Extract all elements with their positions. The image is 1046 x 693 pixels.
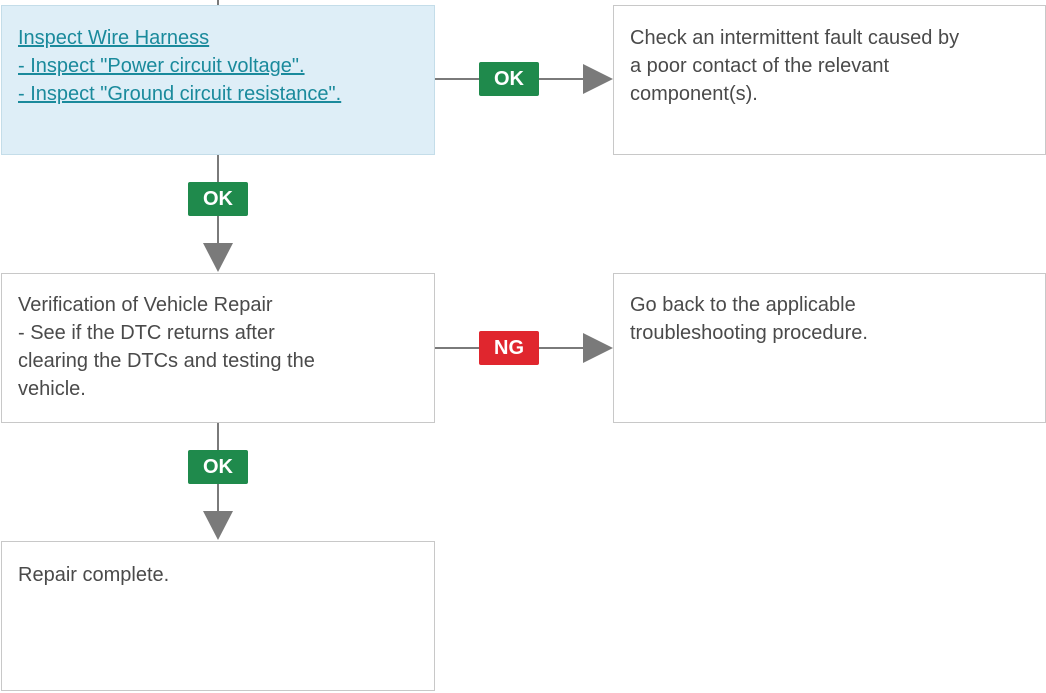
- go-back-box: Go back to the applicable troubleshootin…: [613, 273, 1046, 423]
- verify-line: - See if the DTC returns after: [18, 322, 275, 344]
- arrowhead-right-2: [583, 333, 613, 363]
- repair-complete-box: Repair complete.: [1, 541, 435, 691]
- intermittent-line: Check an intermittent fault caused by: [630, 27, 960, 49]
- intermittent-line: component(s).: [630, 83, 758, 105]
- verification-of-repair-box: Verification of Vehicle Repair - See if …: [1, 273, 435, 423]
- verify-line: Verification of Vehicle Repair: [18, 294, 273, 316]
- arrowhead-down-1: [203, 243, 233, 272]
- goback-line: troubleshooting procedure.: [630, 322, 868, 344]
- power-circuit-voltage-link[interactable]: - Inspect "Power circuit voltage".: [18, 55, 305, 77]
- verify-line: vehicle.: [18, 378, 86, 400]
- intermittent-line: a poor contact of the relevant: [630, 55, 890, 77]
- verify-line: clearing the DTCs and testing the: [18, 350, 315, 372]
- ok-badge-inspect-down: OK: [188, 182, 248, 216]
- complete-line: Repair complete.: [18, 564, 170, 586]
- ground-circuit-resistance-link[interactable]: - Inspect "Ground circuit resistance".: [18, 83, 342, 105]
- arrowhead-down-2: [203, 511, 233, 540]
- ok-badge-verify-down: OK: [188, 450, 248, 484]
- inspect-wire-harness-box: Inspect Wire Harness - Inspect "Power ci…: [1, 5, 435, 155]
- goback-line: Go back to the applicable: [630, 294, 856, 316]
- ok-badge-inspect-right: OK: [479, 62, 539, 96]
- ng-badge-verify-right: NG: [479, 331, 539, 365]
- arrowhead-right-1: [583, 64, 613, 94]
- intermittent-fault-box: Check an intermittent fault caused by a …: [613, 5, 1046, 155]
- inspect-wire-harness-link[interactable]: Inspect Wire Harness: [18, 27, 210, 49]
